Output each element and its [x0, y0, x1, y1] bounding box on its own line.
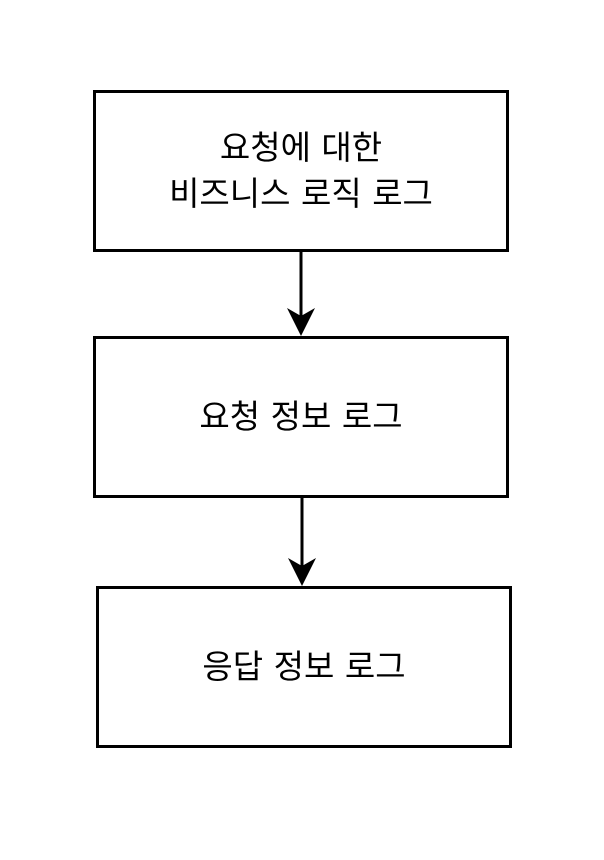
arrow-head-icon [288, 558, 316, 586]
node-business-logic-log: 요청에 대한 비즈니스 로직 로그 [93, 90, 509, 252]
node-label: 요청 정보 로그 [199, 394, 402, 440]
arrow-head-icon [287, 308, 315, 336]
node-label: 요청에 대한 비즈니스 로직 로그 [169, 125, 433, 217]
node-request-info-log: 요청 정보 로그 [93, 336, 509, 498]
edge-box2-to-box3 [288, 498, 316, 586]
node-label-line: 응답 정보 로그 [202, 647, 406, 686]
node-label-line: 비즈니스 로직 로그 [169, 174, 433, 213]
node-label-line: 요청에 대한 [219, 128, 383, 167]
edge-box1-to-box2 [287, 252, 315, 336]
node-response-info-log: 응답 정보 로그 [96, 586, 512, 748]
node-label: 응답 정보 로그 [202, 644, 405, 690]
node-label-line: 요청 정보 로그 [199, 397, 403, 436]
